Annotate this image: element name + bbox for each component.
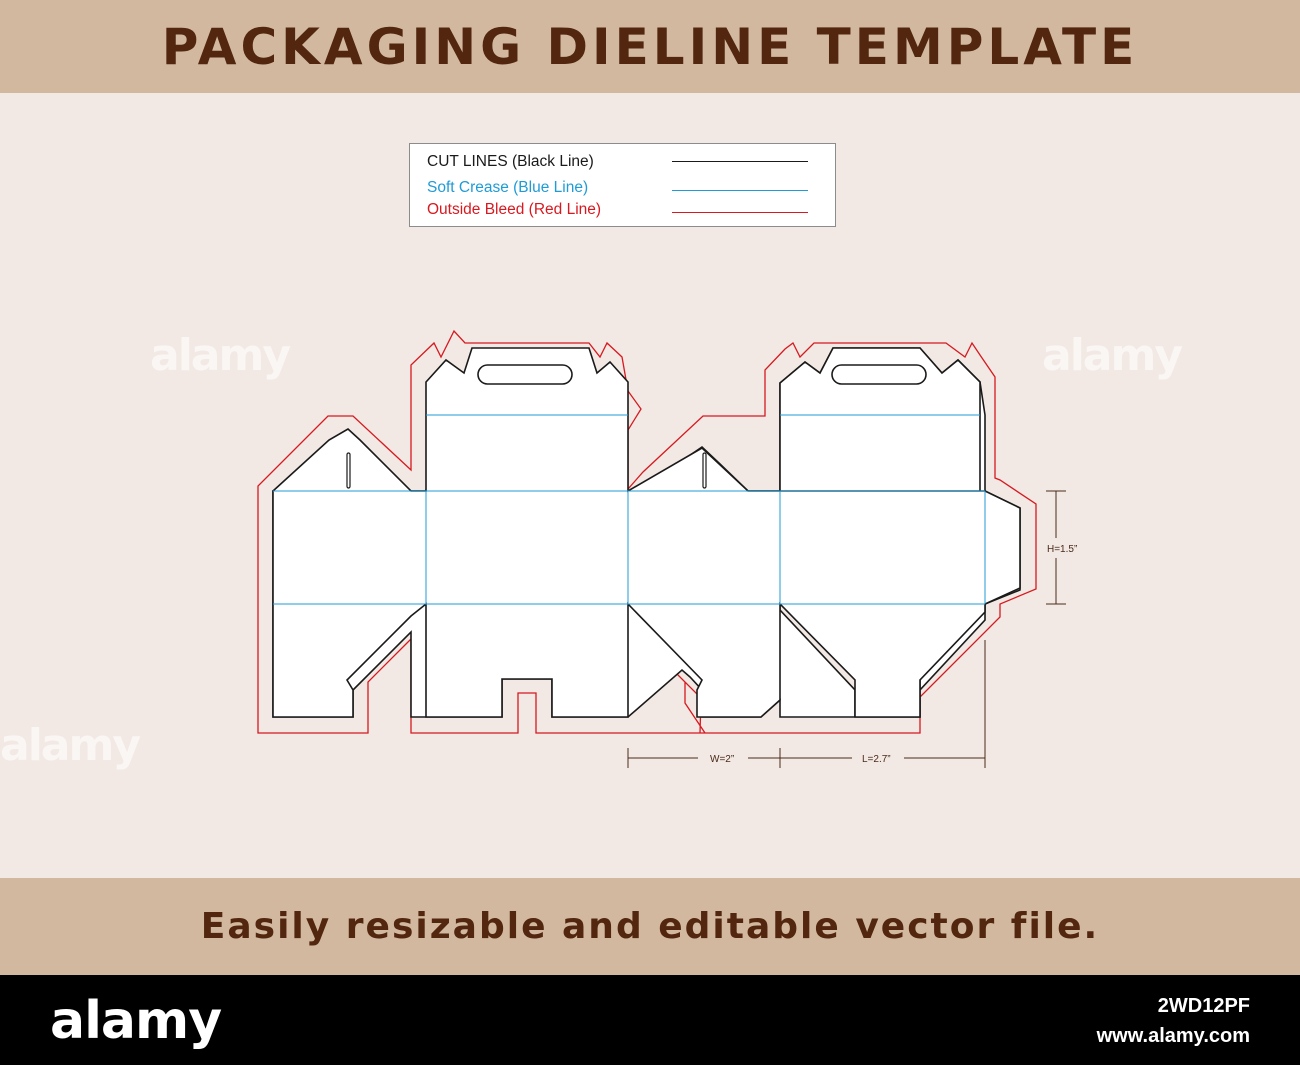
legend-label-cut: CUT LINES (Black Line) bbox=[427, 153, 594, 170]
dim-label-width: W=2” bbox=[710, 754, 734, 765]
handle-cutout-left bbox=[477, 364, 573, 385]
legend-line-crease bbox=[672, 190, 808, 191]
page-title: PACKAGING DIELINE TEMPLATE bbox=[161, 17, 1139, 76]
watermark-url: www.alamy.com bbox=[1096, 1025, 1250, 1047]
dim-label-length: L=2.7” bbox=[862, 754, 891, 765]
dim-label-height: H=1.5” bbox=[1047, 544, 1077, 555]
alamy-logo: alamy bbox=[50, 991, 222, 1051]
crease-lines bbox=[273, 414, 986, 605]
footer-tagline: Easily resizable and editable vector fil… bbox=[200, 906, 1100, 947]
watermark-bar: alamy 2WD12PF www.alamy.com bbox=[0, 975, 1300, 1065]
ghost-watermark: alamy bbox=[150, 330, 291, 381]
lock-slot-left bbox=[346, 452, 351, 489]
legend-label-bleed: Outside Bleed (Red Line) bbox=[427, 201, 602, 218]
legend-label-crease: Soft Crease (Blue Line) bbox=[427, 179, 589, 196]
header-band: PACKAGING DIELINE TEMPLATE bbox=[0, 0, 1300, 93]
footer-band: Easily resizable and editable vector fil… bbox=[0, 878, 1300, 975]
handle-cutout-right bbox=[831, 364, 927, 385]
dimension-marks bbox=[627, 490, 1066, 768]
image-id: 2WD12PF bbox=[1157, 995, 1250, 1017]
legend-box: CUT LINES (Black Line) Soft Crease (Blue… bbox=[409, 143, 836, 227]
legend-line-bleed bbox=[672, 212, 808, 213]
legend-line-cut bbox=[672, 161, 808, 162]
ghost-watermark: alamy bbox=[0, 720, 141, 771]
ghost-watermark: alamy bbox=[1042, 330, 1183, 381]
bleed-outline bbox=[257, 329, 1037, 734]
lock-slot-right bbox=[702, 452, 707, 489]
